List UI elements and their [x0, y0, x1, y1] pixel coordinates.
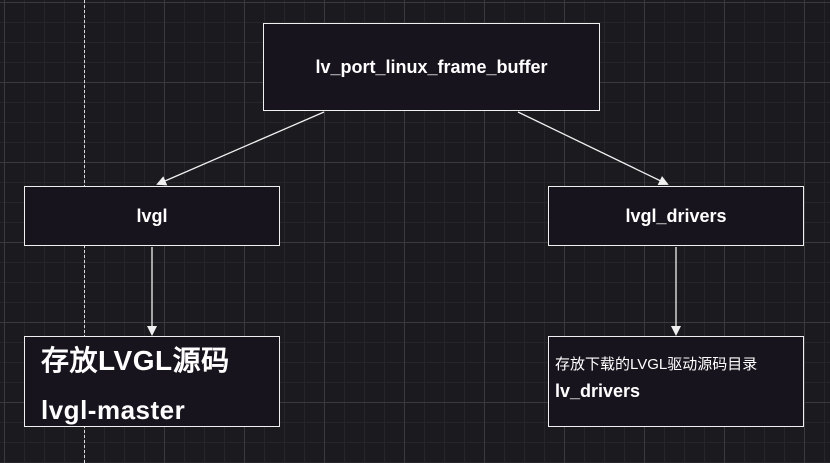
edge-root-to-lvgl-drivers	[517, 111, 669, 186]
node-lvgl-drivers[interactable]: lvgl_drivers	[548, 186, 804, 246]
node-lvgl-source[interactable]: 存放LVGL源码 lvgl-master	[24, 336, 280, 427]
node-root-label: lv_port_linux_frame_buffer	[315, 56, 548, 77]
node-drivers-source-folder: lv_drivers	[555, 381, 641, 401]
node-lvgl-source-title: 存放LVGL源码	[41, 345, 230, 376]
node-lvgl-drivers-label: lvgl_drivers	[625, 205, 727, 226]
node-drivers-source[interactable]: 存放下载的LVGL驱动源码目录 lv_drivers	[548, 336, 804, 427]
node-drivers-source-title: 存放下载的LVGL驱动源码目录	[555, 356, 758, 373]
node-root[interactable]: lv_port_linux_frame_buffer	[263, 23, 600, 111]
node-lvgl-source-folder: lvgl-master	[41, 395, 186, 425]
node-lvgl[interactable]: lvgl	[24, 186, 280, 246]
edge-root-to-lvgl	[156, 111, 325, 186]
node-lvgl-label: lvgl	[136, 205, 168, 226]
